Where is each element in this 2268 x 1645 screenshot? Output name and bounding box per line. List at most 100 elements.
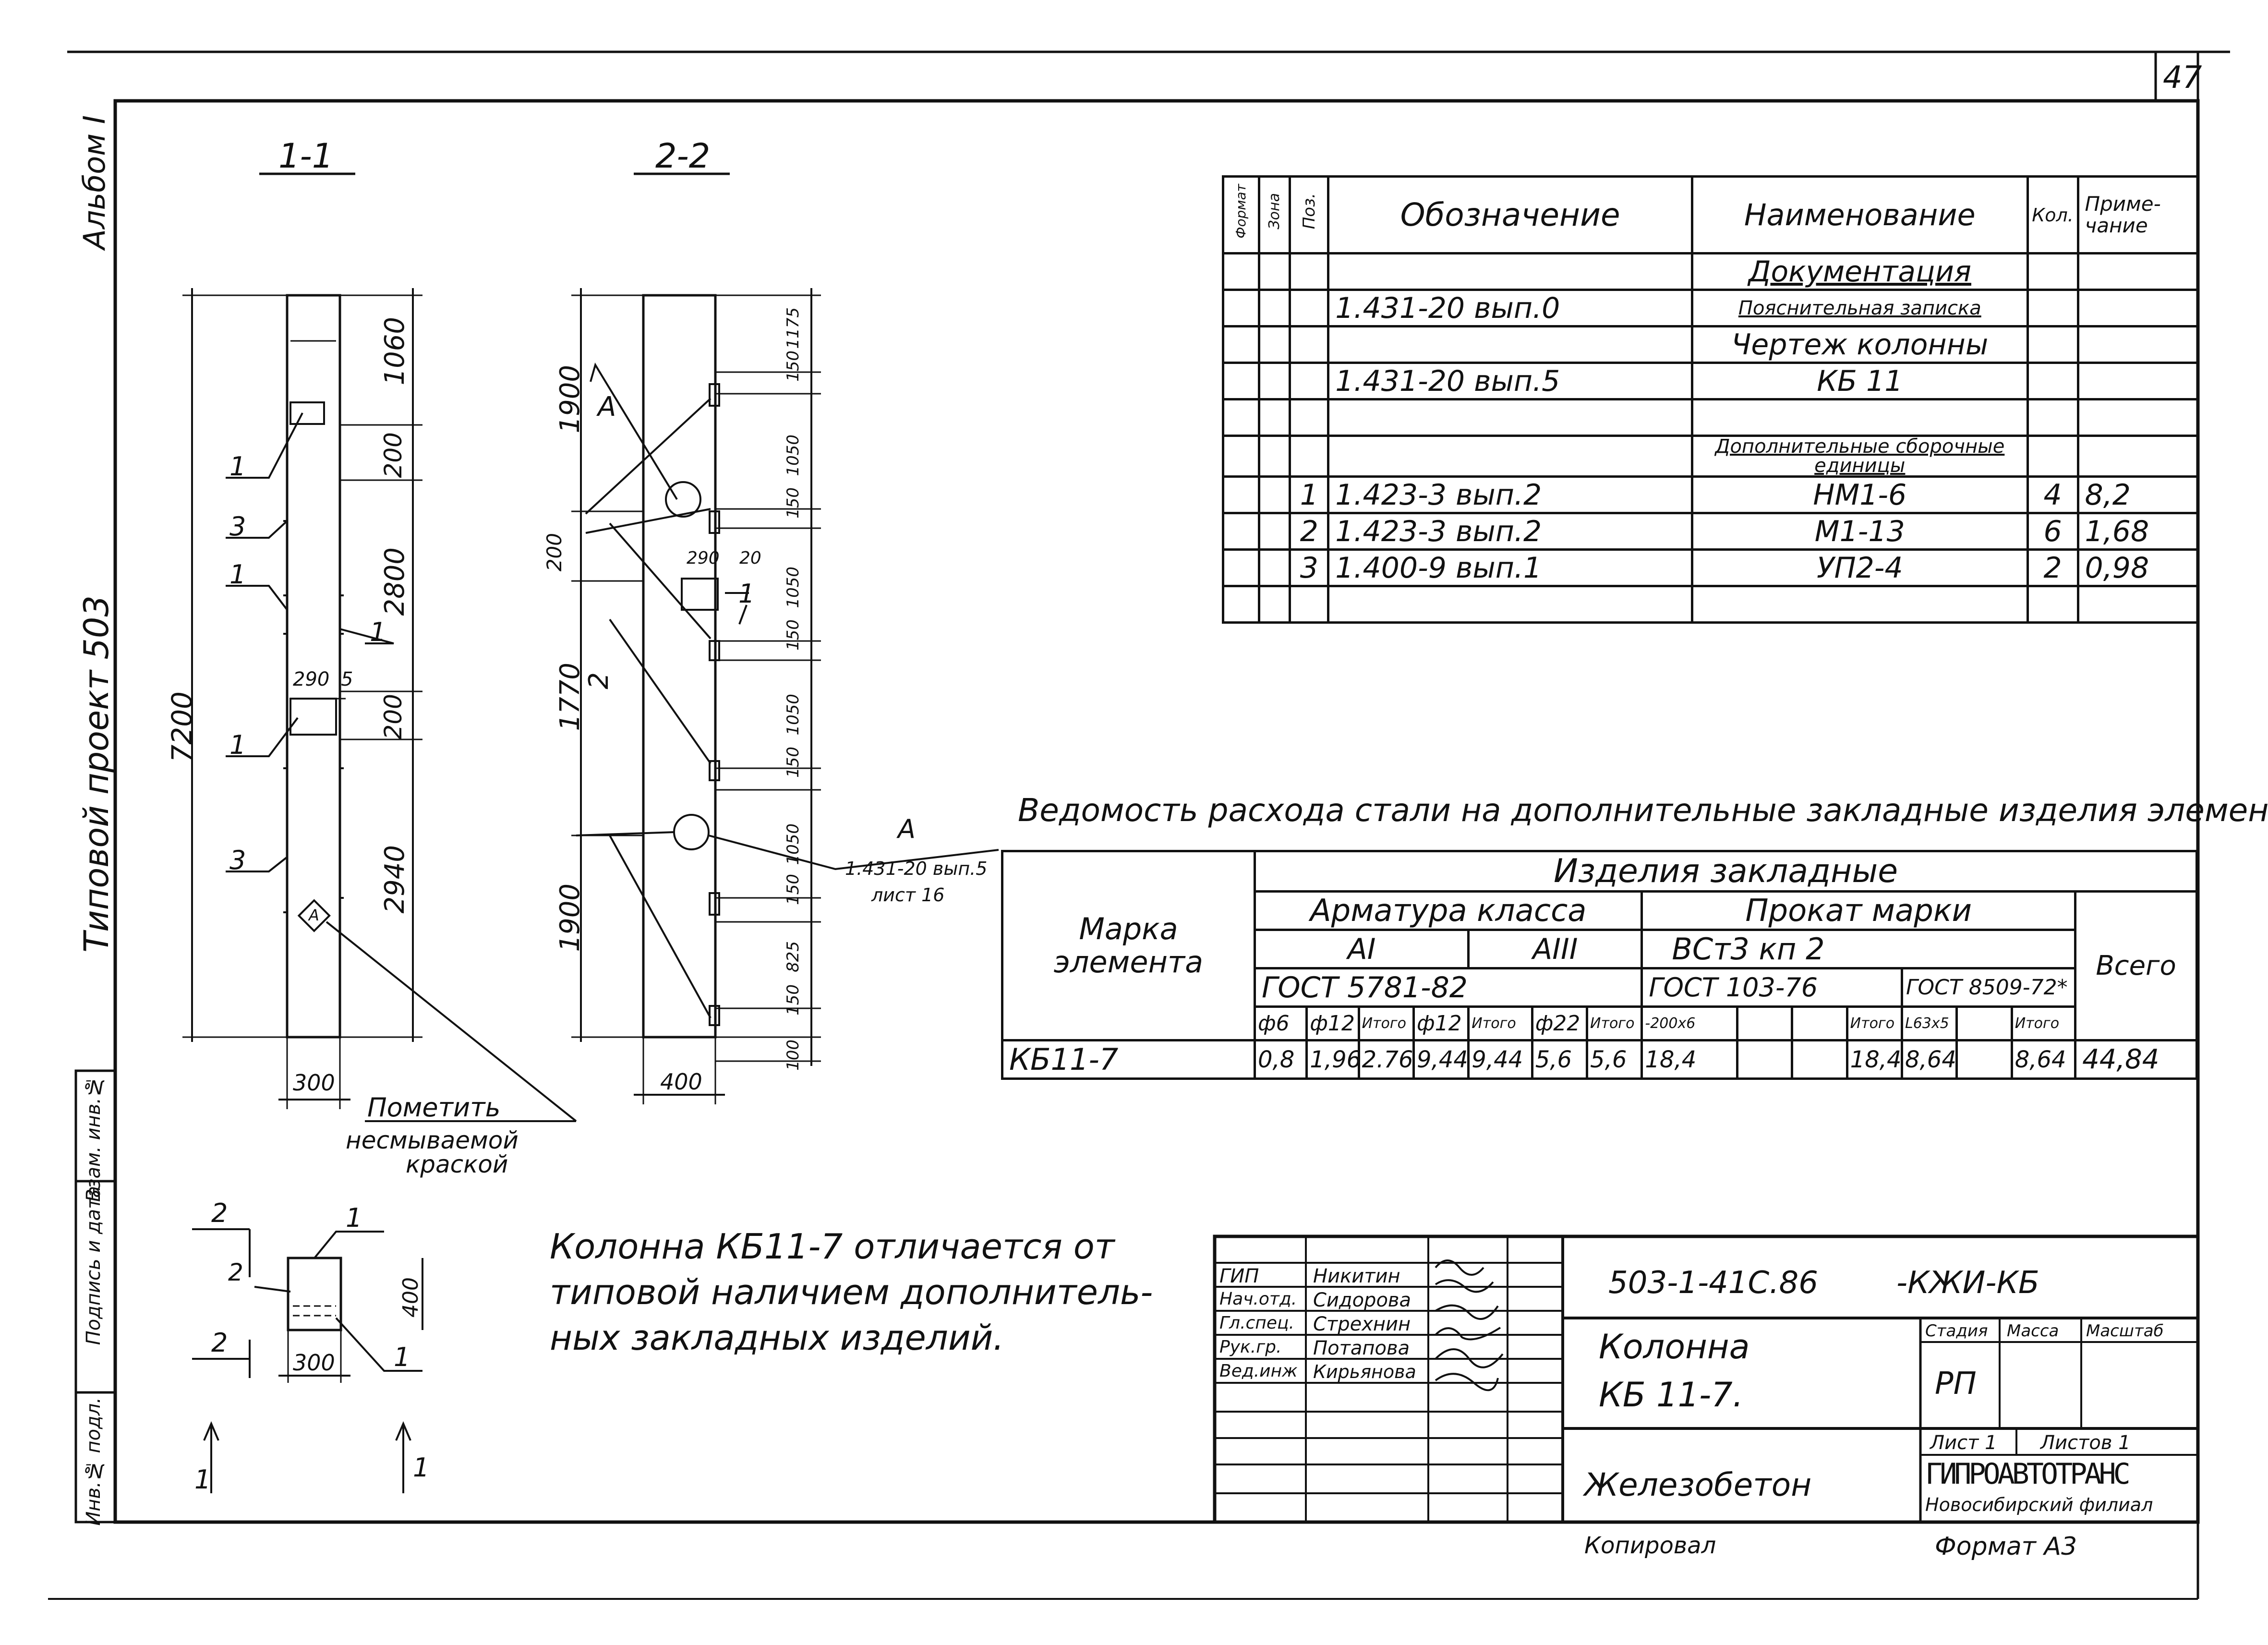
note-cell <box>2076 289 2199 327</box>
steel-col-header <box>1736 1005 1794 1041</box>
spec-header: Зона <box>1257 175 1291 254</box>
steel-value-cell <box>1791 1039 1848 1080</box>
steel-value-cell: 9,44 <box>1467 1039 1533 1080</box>
plan-label: 1 <box>413 1452 430 1483</box>
name-cell: УП2-4 <box>1690 548 2029 587</box>
gost-103: ГОСТ 103-76 <box>1641 967 1903 1008</box>
spec-header: Обозначение <box>1327 175 1693 254</box>
steel-col-header: Итого <box>1586 1005 1643 1041</box>
format-cell <box>1222 512 1260 551</box>
callout-label: А <box>598 391 616 423</box>
gost-armatura: ГОСТ 5781-82 <box>1253 967 1643 1008</box>
note-cell <box>2076 252 2199 291</box>
zone-cell <box>1257 435 1291 478</box>
spec-header: Кол. <box>2026 175 2079 254</box>
document-code: 503-1-41С.86 <box>1608 1265 1818 1301</box>
format-cell <box>1222 585 1260 624</box>
paint-note-line: Пометить <box>367 1092 501 1123</box>
plan-label: 2 <box>211 1198 228 1228</box>
pos-cell: 2 <box>1289 512 1330 551</box>
person-name: Никитин <box>1313 1265 1400 1287</box>
zone-cell <box>1257 548 1291 587</box>
role-label: ГИП <box>1219 1265 1259 1287</box>
format-cell <box>1222 362 1260 400</box>
steel-col-header: Итого <box>2010 1005 2077 1041</box>
note-cell: 0,98 <box>2076 548 2199 587</box>
steel-total-cell: 44,84 <box>2074 1039 2198 1080</box>
gost-8509: ГОСТ 8509-72* <box>1900 967 2077 1008</box>
steel-grade: ВСт3 кп 2 <box>1641 929 2077 969</box>
branch-name: Новосибирский филиал <box>1925 1494 2153 1515</box>
note-cell: 8,2 <box>2076 475 2199 514</box>
stage-header: Стадия <box>1925 1321 1988 1341</box>
width-dim: 300 <box>293 1070 335 1096</box>
zone-cell <box>1257 585 1291 624</box>
steel-value-cell: 0,8 <box>1253 1039 1308 1080</box>
organization-name: ГИПРОАВТОТРАНС <box>1925 1457 2131 1491</box>
zone-cell <box>1257 512 1291 551</box>
sheet-number: 47 <box>2163 60 2202 96</box>
steel-value-cell: 2.76 <box>1357 1039 1415 1080</box>
format-cell <box>1222 398 1260 437</box>
note-cell: 1,68 <box>2076 512 2199 551</box>
qty-cell <box>2026 252 2079 291</box>
steel-col-header: Итого <box>1357 1005 1415 1041</box>
role-label: Гл.спец. <box>1219 1313 1294 1333</box>
designation-cell <box>1327 435 1693 478</box>
steel-col-header: -200х6 <box>1641 1005 1738 1041</box>
scale-header: Масштаб <box>2086 1321 2164 1341</box>
steel-value-cell <box>1736 1039 1794 1080</box>
position-label: 3 <box>229 511 246 542</box>
spec-header: Поз. <box>1289 175 1330 254</box>
pos-cell <box>1289 435 1330 478</box>
steel-col-header: ф12 <box>1305 1005 1360 1041</box>
ref-label: 1.431-20 вып.5 <box>845 858 988 879</box>
detail-dim: 290 <box>687 548 720 568</box>
designation-cell <box>1327 325 1693 364</box>
note-cell <box>2076 435 2199 478</box>
total-header: Всего <box>2074 890 2198 1041</box>
position-label: 1 <box>738 579 755 609</box>
qty-cell: 4 <box>2026 475 2079 514</box>
section-2-2-drawing <box>571 172 999 1104</box>
name-cell: НМ1-6 <box>1690 475 2029 514</box>
group-header: Изделия закладные <box>1253 850 2198 893</box>
element-mark: КБ11-7 <box>1001 1039 1256 1080</box>
steel-value-cell: 18,4 <box>1846 1039 1904 1080</box>
section-2-2-title: 2-2 <box>655 136 711 176</box>
qty-cell <box>2026 435 2079 478</box>
sheet-label: Лист 1 <box>1930 1432 1997 1454</box>
qty-cell <box>2026 585 2079 624</box>
steel-value-cell: 9,44 <box>1412 1039 1470 1080</box>
pos-cell <box>1289 362 1330 400</box>
format-cell <box>1222 475 1260 514</box>
spec-row: Документация <box>1222 252 2199 291</box>
qty-cell <box>2026 289 2079 327</box>
role-label: Вед.инж <box>1219 1361 1298 1381</box>
spec-row: Чертеж колонны <box>1222 325 2199 364</box>
steel-col-header <box>1791 1005 1848 1041</box>
pos-cell <box>1289 289 1330 327</box>
format-cell <box>1222 289 1260 327</box>
detail-dim: 5 <box>341 668 353 690</box>
spec-row <box>1222 398 2199 437</box>
steel-value-cell <box>1955 1039 2013 1080</box>
position-label: 1 <box>370 617 386 647</box>
copied-label: Копировал <box>1584 1532 1716 1559</box>
pos-cell <box>1289 252 1330 291</box>
steel-value-cell: 18,4 <box>1641 1039 1738 1080</box>
pos-cell: 1 <box>1289 475 1330 514</box>
person-name: Стрехнин <box>1313 1313 1411 1335</box>
qty-cell <box>2026 325 2079 364</box>
section-1-1-drawing <box>182 172 577 1122</box>
name-cell: КБ 11 <box>1690 362 2029 400</box>
steel-col-header: ф22 <box>1531 1005 1589 1041</box>
prokat-header: Прокат марки <box>1641 890 2077 931</box>
sheets-label: Листов 1 <box>2040 1432 2131 1454</box>
spec-header: Наименование <box>1690 175 2029 254</box>
